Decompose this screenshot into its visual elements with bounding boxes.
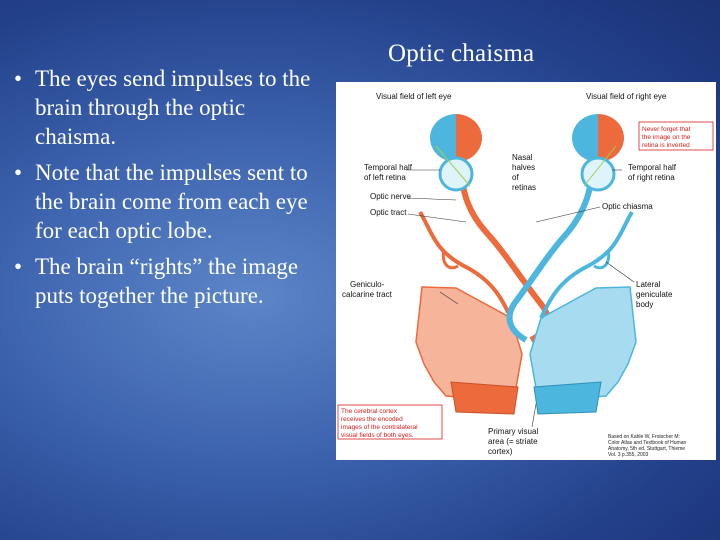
label-lateral-1: Lateral — [636, 280, 661, 289]
bullet-item: • Note that the impulses sent to the brai… — [12, 158, 328, 245]
left-eye — [438, 156, 474, 192]
note-inverted-3: retina is inverted — [642, 142, 690, 149]
left-eye-ray — [435, 145, 471, 187]
left-visual-cortex — [450, 381, 519, 415]
bullet-dot: • — [14, 254, 23, 279]
right-pathway — [506, 143, 637, 415]
label-temporal-left-1: Temporal half — [364, 163, 413, 172]
bullet-item: • The eyes send impulses to the brain thr… — [12, 64, 328, 151]
left-visual-field-orange — [456, 114, 482, 162]
label-optic-tract: Optic tract — [370, 208, 407, 217]
right-visual-field-blue — [572, 114, 598, 162]
note-cortex-box — [337, 404, 443, 440]
label-optic-nerve: Optic nerve — [370, 192, 411, 201]
label-geniculo-1: Geniculo- — [350, 280, 385, 289]
citation-2: Color Atlas and Textbook of Human — [608, 440, 687, 446]
bullet-text: The eyes send impulses to the brain thro… — [35, 66, 311, 149]
right-lateral-geniculate-body — [593, 249, 611, 270]
label-nasal-1: Nasal — [512, 153, 533, 162]
note-inverted-1: Never forget that — [642, 126, 691, 133]
visual-pathway-figure: Visual field of left eye Visual field of… — [336, 82, 716, 460]
right-visual-cortex — [533, 381, 602, 415]
slide-title: Optic chaisma — [388, 40, 535, 67]
bullet-text: Note that the impulses sent to the brain… — [35, 160, 308, 243]
label-nasal-4: retinas — [512, 183, 536, 192]
note-cortex-3: images of the contralateral — [341, 424, 418, 431]
bullet-text: The brain “rights” the image puts togeth… — [35, 254, 299, 308]
citation-1: Based on Kahle W, Frotscher M: — [608, 434, 680, 440]
label-left-field: Visual field of left eye — [376, 92, 452, 101]
label-lateral-3: body — [636, 300, 653, 309]
bullet-list: • The eyes send impulses to the brain thr… — [12, 64, 328, 317]
label-geniculo-2: calcarine tract — [342, 290, 393, 299]
left-lateral-geniculate-body — [441, 249, 459, 270]
right-eye — [580, 156, 616, 192]
note-cortex-4: visual fields of both eyes. — [341, 432, 414, 439]
label-primary-2: area (= striate — [488, 437, 538, 446]
label-right-field: Visual field of right eye — [586, 92, 667, 101]
note-inverted-2: the image on the — [642, 134, 691, 141]
label-primary-1: Primary visual — [488, 427, 538, 436]
bullet-item: • The brain “rights” the image puts toget… — [12, 252, 328, 310]
note-inverted-box — [638, 121, 714, 151]
citation-4: Vol. 3 p.355, 2003 — [608, 452, 649, 458]
label-temporal-left-2: of left retina — [364, 173, 406, 182]
left-visual-field-blue — [430, 114, 456, 162]
right-visual-field-orange — [598, 114, 624, 162]
label-temporal-right-2: of right retina — [628, 173, 675, 182]
label-nasal-3: of — [512, 173, 519, 182]
right-eye-ray — [583, 145, 617, 187]
visual-pathway-diagram: Visual field of left eye Visual field of… — [337, 92, 714, 458]
label-optic-chiasma: Optic chiasma — [602, 202, 653, 211]
right-optic-tract — [539, 210, 634, 319]
note-cortex-2: receives the encoded — [341, 416, 403, 423]
label-primary-3: cortex) — [488, 447, 513, 456]
bullet-dot: • — [14, 66, 23, 91]
label-nasal-2: halves — [512, 163, 535, 172]
label-temporal-right-1: Temporal half — [628, 163, 677, 172]
pointer-lines — [406, 169, 635, 428]
left-optic-tract — [418, 210, 513, 319]
citation-3: Anatomy, 5th ed. Stuttgart, Thieme — [608, 446, 685, 452]
label-lateral-2: geniculate — [636, 290, 673, 299]
bullet-dot: • — [14, 160, 23, 185]
note-cortex-1: The cerebral cortex — [341, 408, 398, 415]
